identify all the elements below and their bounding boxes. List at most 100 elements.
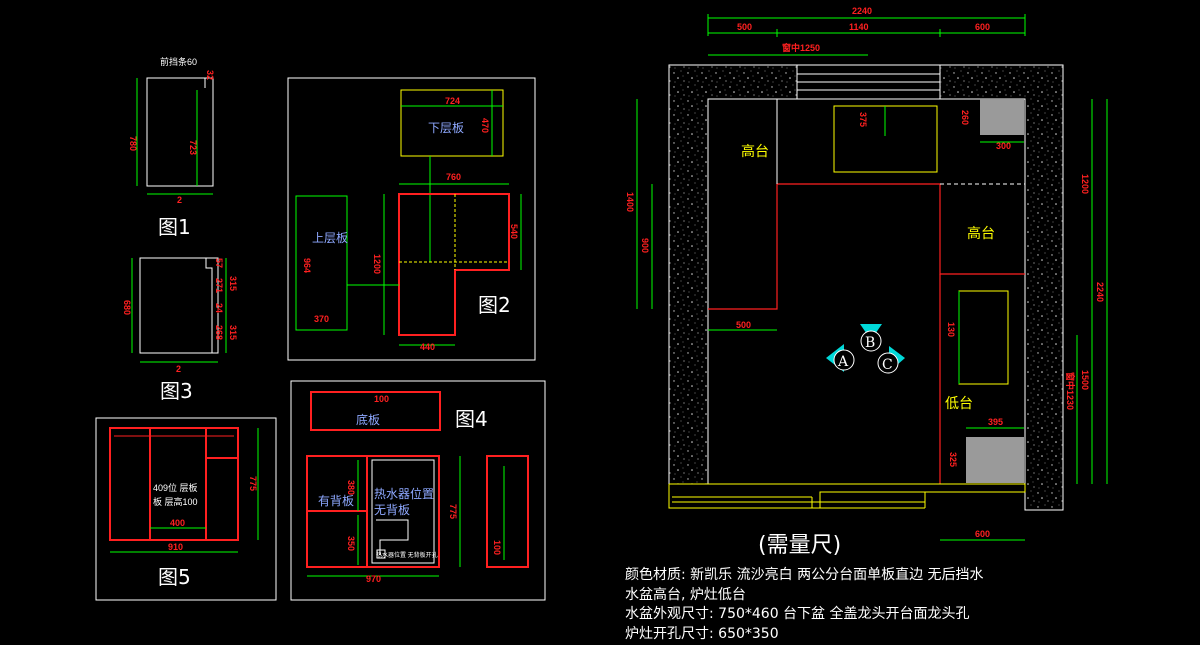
plan-dim-right-outer: 2240 [1095,282,1105,302]
fig3-dim-f: 315 [228,325,238,340]
plan-corner-column-bottom [966,437,1024,483]
fig4-frame [290,380,546,601]
figure-2: 下层板 724 470 760 540 1200 440 上层板 964 370… [287,77,536,361]
spec-line-height: 水盆高台, 炉灶低台 [625,586,746,603]
fig5-note-1: 409位 层板 [153,482,198,493]
fig5-frame [95,417,277,601]
fig2-title: 图2 [478,293,511,317]
spec-line-stove: 炉灶开孔尺寸: 650*350 [625,625,779,642]
fig2-frame [287,77,536,361]
plan-dim-top-mid: 1140 [849,22,869,32]
fig3-dim-a: 57 [214,258,224,268]
marker-a [833,349,855,371]
fig4-base-board-label: 底板 [356,412,380,427]
plan-dim-left-inner: 900 [640,238,650,253]
fig2-upper-board [295,195,348,331]
plan-corner-dim-2: 300 [996,141,1011,151]
plan-dim-bottom: 600 [975,529,990,539]
fig2-dim-470: 470 [480,118,490,133]
fig4-dim-380: 380 [346,480,356,495]
plan-bottom-right-dim-1: 395 [988,417,1003,427]
marker-a-label: A [837,354,849,370]
plan-high-counter-right: 高台 [967,225,995,242]
fig5-dim-775: 775 [248,476,258,491]
spec-line-material: 颜色材质: 新凯乐 流沙亮白 两公分台面单板直边 无后挡水 [625,567,984,583]
plan-view-markers: A B C [826,324,905,374]
fig2-upper-board-label: 上层板 [312,231,348,245]
plan-low-counter: 低台 [945,396,973,412]
fig5-note-2: 板 层高100 [153,496,198,507]
fig3-dim-d: 24 [214,303,224,313]
fig2-dim-1200: 1200 [372,254,382,274]
fig2-dim-964: 964 [302,258,312,273]
fig5-dim-400: 400 [170,518,185,528]
plan-bottom-right-dim-2: 325 [948,452,958,467]
fig4-dim-970: 970 [366,574,381,584]
fig3-dim-b: 271 [214,278,224,293]
plan-dim-right-window: 窗中1230 [1065,372,1076,410]
fig4-title: 图4 [455,407,488,431]
fig2-lower-board [400,89,504,157]
fig1-title: 图1 [158,215,191,239]
marker-c [877,352,899,374]
fig3-dim-height: 680 [122,300,132,315]
plan-dim-left-outer: 1400 [625,192,635,212]
fig1-dim-height: 780 [128,136,138,151]
fig3-title: 图3 [160,379,193,403]
plan-dim-top-left: 500 [737,22,752,32]
plan-stove [958,290,1009,385]
plan-dim-right-upper: 1200 [1080,174,1090,194]
fig1-dim-bottom: 2 [177,195,182,205]
spec-notes: 颜色材质: 新凯乐 流沙亮白 两公分台面单板直边 无后挡水 水盆高台, 炉灶低台… [625,566,984,644]
fig3-edge [205,258,213,353]
fig1-dim-inner: 723 [188,140,198,155]
plan-corner-dim-1: 260 [960,110,970,125]
fig4-dim-350: 350 [346,536,356,551]
fig5-title: 图5 [158,565,191,589]
fig2-lower-board-label: 下层板 [428,121,464,135]
plan-sink-dim: 375 [858,112,868,127]
fig1-edge [205,77,214,186]
fig2-dim-370: 370 [314,314,329,324]
plan-dim-right-lower: 1500 [1080,370,1090,390]
marker-c-label: C [882,357,893,373]
fig5-cabinet [109,427,239,541]
fig4-dim-775: 775 [448,504,458,519]
figure-3: 680 57 271 315 24 268 315 2 图3 [122,257,238,403]
spec-line-sink: 水盆外观尺寸: 750*460 台下盆 全盖龙头开台面龙头孔 [625,606,970,622]
figure-5: 409位 层板 板 层高100 400 910 775 图5 [95,417,277,601]
figure-1: 前挡条60 780 723 32 2 图1 [128,56,215,239]
fig4-pipe [376,519,409,555]
fig4-valve [376,549,386,559]
fig2-dim-440: 440 [420,342,435,352]
fig4-base-dim: 100 [374,394,389,404]
fig1-note: 前挡条60 [160,56,197,67]
fig5-dim-910: 910 [168,542,183,552]
fig4-with-back-label: 有背板 [318,494,354,508]
fig4-no-back-label: 无背板 [374,503,410,517]
plan-dim-left-bottom: 500 [736,320,751,330]
fig2-dim-724: 724 [445,96,460,106]
fig4-side-panel [486,455,529,568]
plan-need-measure: (需量尺) [758,533,841,558]
fig2-dim-760: 760 [446,172,461,182]
fig3-dim-e: 268 [214,325,224,340]
fig1-dim-top: 32 [205,70,215,80]
fig4-heater-zone [371,459,435,564]
fig4-small-note: 热水器位置 无背板开孔 [376,551,438,559]
fig3-dim-c: 315 [228,276,238,291]
fig1-panel [146,77,214,187]
plan-stove-dim: 130 [946,322,956,337]
plan-counter-edge [708,183,1025,310]
marker-b-label: B [865,335,875,351]
fig4-base-board [310,391,441,431]
fig4-heater-label: 热水器位置 [374,486,434,501]
plan-threshold [668,483,1026,509]
plan-dim-total: 2240 [852,6,872,16]
figure-4: 底板 100 图4 有背板 热水器位置 无背板 热水器位置 无背板开孔 380 … [290,380,546,601]
plan-high-counter-left: 高台 [741,143,769,160]
plan-corner-column-top [980,99,1024,135]
plan-dim-top-center: 窗中1250 [782,42,820,53]
fig3-dim-bottom: 2 [176,364,181,374]
